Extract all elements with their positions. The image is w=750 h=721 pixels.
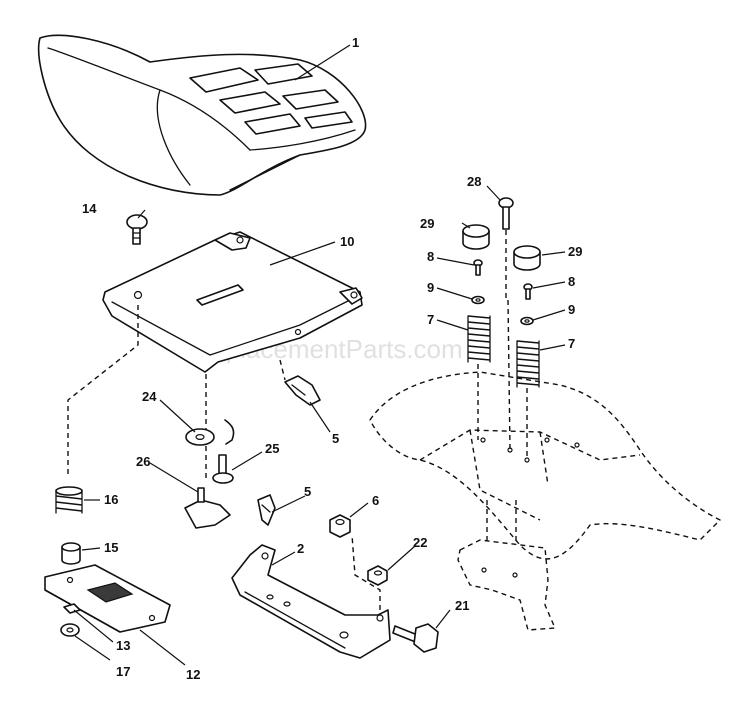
tractor-frame-reference [369, 371, 721, 631]
callout-12: 12 [186, 667, 200, 682]
callout-17: 17 [116, 664, 130, 679]
part-9-washer-right [520, 316, 534, 326]
part-15-bushing [61, 542, 81, 565]
leader-lines [73, 44, 566, 666]
callout-29-right: 29 [568, 244, 582, 259]
part-24-washer [185, 428, 215, 446]
callout-24: 24 [142, 389, 157, 404]
part-9-washer-left [471, 295, 485, 305]
callout-9-left: 9 [427, 280, 434, 295]
part-17-washer [60, 623, 80, 637]
callout-5-lower: 5 [304, 484, 311, 499]
callout-10: 10 [340, 234, 354, 249]
part-29-bushing-left [462, 224, 490, 250]
part-14-knob [126, 214, 148, 245]
part-10-seat-pan [102, 231, 363, 373]
part-1-seat [37, 34, 367, 196]
assembly-centerlines [67, 230, 528, 610]
callout-1: 1 [352, 35, 359, 50]
part-25-bolt [212, 419, 235, 484]
callout-16: 16 [104, 492, 118, 507]
callout-25: 25 [265, 441, 279, 456]
part-16-spring [55, 486, 83, 514]
part-21-bolt [392, 623, 439, 653]
part-6-nut [329, 514, 351, 538]
part-26-knob [184, 487, 231, 529]
part-7-spring-left [467, 315, 491, 363]
callout-6: 6 [372, 493, 379, 508]
callout-labels: 1 10 14 28 29 29 8 8 9 9 7 7 5 24 25 26 … [82, 35, 582, 682]
callout-28: 28 [467, 174, 481, 189]
callout-29-left: 29 [420, 216, 434, 231]
part-22-nut [367, 565, 388, 586]
callout-8-left: 8 [427, 249, 434, 264]
callout-26: 26 [136, 454, 150, 469]
part-5-clip-upper [284, 375, 321, 406]
part-29-bushing-right [513, 245, 541, 271]
callout-13: 13 [116, 638, 130, 653]
part-13-nut [63, 603, 81, 614]
part-2-bracket [231, 544, 391, 659]
callout-9-right: 9 [568, 302, 575, 317]
callout-2: 2 [297, 541, 304, 556]
callout-7-left: 7 [427, 312, 434, 327]
callout-21: 21 [455, 598, 469, 613]
part-28-bolt [498, 197, 514, 230]
callout-8-right: 8 [568, 274, 575, 289]
callout-22: 22 [413, 535, 427, 550]
part-12-plate [44, 564, 171, 633]
callout-15: 15 [104, 540, 118, 555]
part-8-bolt-right [523, 283, 533, 300]
callout-14: 14 [82, 201, 97, 216]
part-8-bolt-left [473, 259, 483, 276]
callout-7-right: 7 [568, 336, 575, 351]
part-5-clip-lower [257, 494, 276, 526]
callout-5-upper: 5 [332, 431, 339, 446]
part-7-spring-right [516, 340, 540, 388]
